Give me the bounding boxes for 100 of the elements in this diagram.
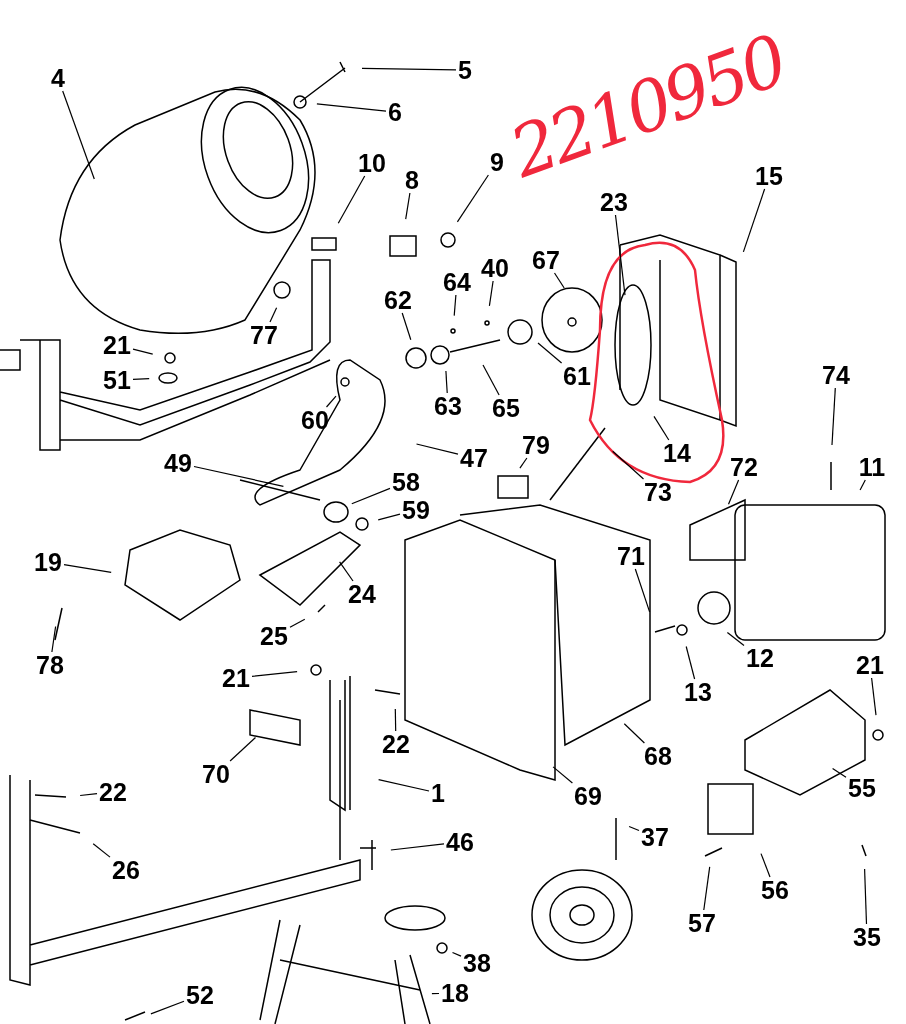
callout-number: 22 <box>382 731 410 757</box>
leader-line <box>361 67 457 71</box>
callout-number: 25 <box>260 623 288 649</box>
callout-number: 47 <box>460 445 488 471</box>
leader-line <box>390 843 445 851</box>
leader-line <box>415 443 459 455</box>
leader-line <box>612 450 645 480</box>
leader-line <box>653 415 670 441</box>
leader-line <box>63 564 112 573</box>
callout-number: 73 <box>644 479 672 505</box>
leader-line <box>51 625 57 653</box>
leader-line <box>859 479 866 491</box>
leader-line <box>552 766 573 784</box>
callout-number: 69 <box>574 783 602 809</box>
callout-number: 74 <box>822 362 850 388</box>
callout-number: 26 <box>112 857 140 883</box>
leader-line <box>150 1000 185 1015</box>
leader-line <box>537 342 563 364</box>
leader-line <box>488 280 494 307</box>
callout-number: 60 <box>301 407 329 433</box>
callout-number: 63 <box>434 393 462 419</box>
leader-line <box>519 457 528 469</box>
callout-number: 37 <box>641 824 669 850</box>
leader-line <box>289 618 306 628</box>
leader-line <box>401 312 412 341</box>
callout-number: 79 <box>522 432 550 458</box>
callout-number: 5 <box>458 57 472 83</box>
leader-line <box>337 175 366 224</box>
callout-number: 21 <box>222 665 250 691</box>
callout-number: 4 <box>51 65 65 91</box>
leader-line <box>726 631 745 647</box>
callout-number: 49 <box>164 450 192 476</box>
leader-line <box>864 868 868 925</box>
leader-line <box>394 708 397 732</box>
leader-line <box>378 779 430 792</box>
callout-number: 12 <box>746 645 774 671</box>
callout-number: 8 <box>405 167 419 193</box>
callout-number: 78 <box>36 652 64 678</box>
leader-line <box>832 767 847 778</box>
callout-number: 9 <box>490 149 504 175</box>
callout-number: 14 <box>663 440 691 466</box>
callout-number: 38 <box>463 950 491 976</box>
leader-line <box>831 387 836 446</box>
callout-number: 55 <box>848 775 876 801</box>
leader-line <box>132 348 154 355</box>
leader-line <box>727 479 740 505</box>
leader-line <box>316 103 387 112</box>
callout-number: 77 <box>250 322 278 348</box>
callout-number: 21 <box>856 652 884 678</box>
leader-line <box>760 853 771 878</box>
leader-line <box>132 378 150 380</box>
leader-line <box>79 793 98 797</box>
leader-line <box>269 307 278 323</box>
callout-number: 13 <box>684 679 712 705</box>
leader-line <box>685 645 696 680</box>
callout-number: 72 <box>730 454 758 480</box>
leader-line <box>339 561 354 582</box>
leader-line <box>431 992 440 995</box>
callout-number: 24 <box>348 581 376 607</box>
leader-line <box>193 465 284 487</box>
callout-number: 64 <box>443 269 471 295</box>
callout-number: 65 <box>492 395 520 421</box>
callout-number: 23 <box>600 189 628 215</box>
callout-number: 11 <box>858 454 886 480</box>
leader-line <box>628 825 640 832</box>
callout-number: 46 <box>446 829 474 855</box>
leader-line <box>453 294 457 317</box>
callout-number: 56 <box>761 877 789 903</box>
callout-number: 6 <box>388 99 402 125</box>
leader-line <box>351 487 391 505</box>
leader-line <box>634 568 651 613</box>
callout-number: 21 <box>103 332 131 358</box>
leader-line <box>377 513 401 521</box>
leader-line <box>614 214 626 296</box>
leader-line <box>703 866 711 911</box>
leader-line <box>623 723 645 744</box>
leader-line <box>62 90 95 180</box>
callout-number: 61 <box>563 363 591 389</box>
callout-number: 71 <box>617 543 645 569</box>
callout-number: 68 <box>644 743 672 769</box>
leader-line <box>451 951 462 957</box>
callout-number: 10 <box>358 150 386 176</box>
callout-number: 62 <box>384 287 412 313</box>
callout-number: 40 <box>481 255 509 281</box>
callout-number: 22 <box>99 779 127 805</box>
callout-number: 67 <box>532 247 560 273</box>
callout-number: 1 <box>431 780 445 806</box>
leader-line <box>405 192 411 220</box>
callout-number: 57 <box>688 910 716 936</box>
leader-line <box>456 174 489 223</box>
callout-number: 70 <box>202 761 230 787</box>
leader-line <box>742 188 766 253</box>
leader-line <box>871 677 877 716</box>
leader-line <box>445 370 448 394</box>
leader-line <box>325 395 337 408</box>
leader-line <box>553 272 565 289</box>
leader-line <box>251 671 298 677</box>
callout-number: 51 <box>103 367 131 393</box>
leader-line <box>229 736 257 762</box>
callout-number: 19 <box>34 549 62 575</box>
